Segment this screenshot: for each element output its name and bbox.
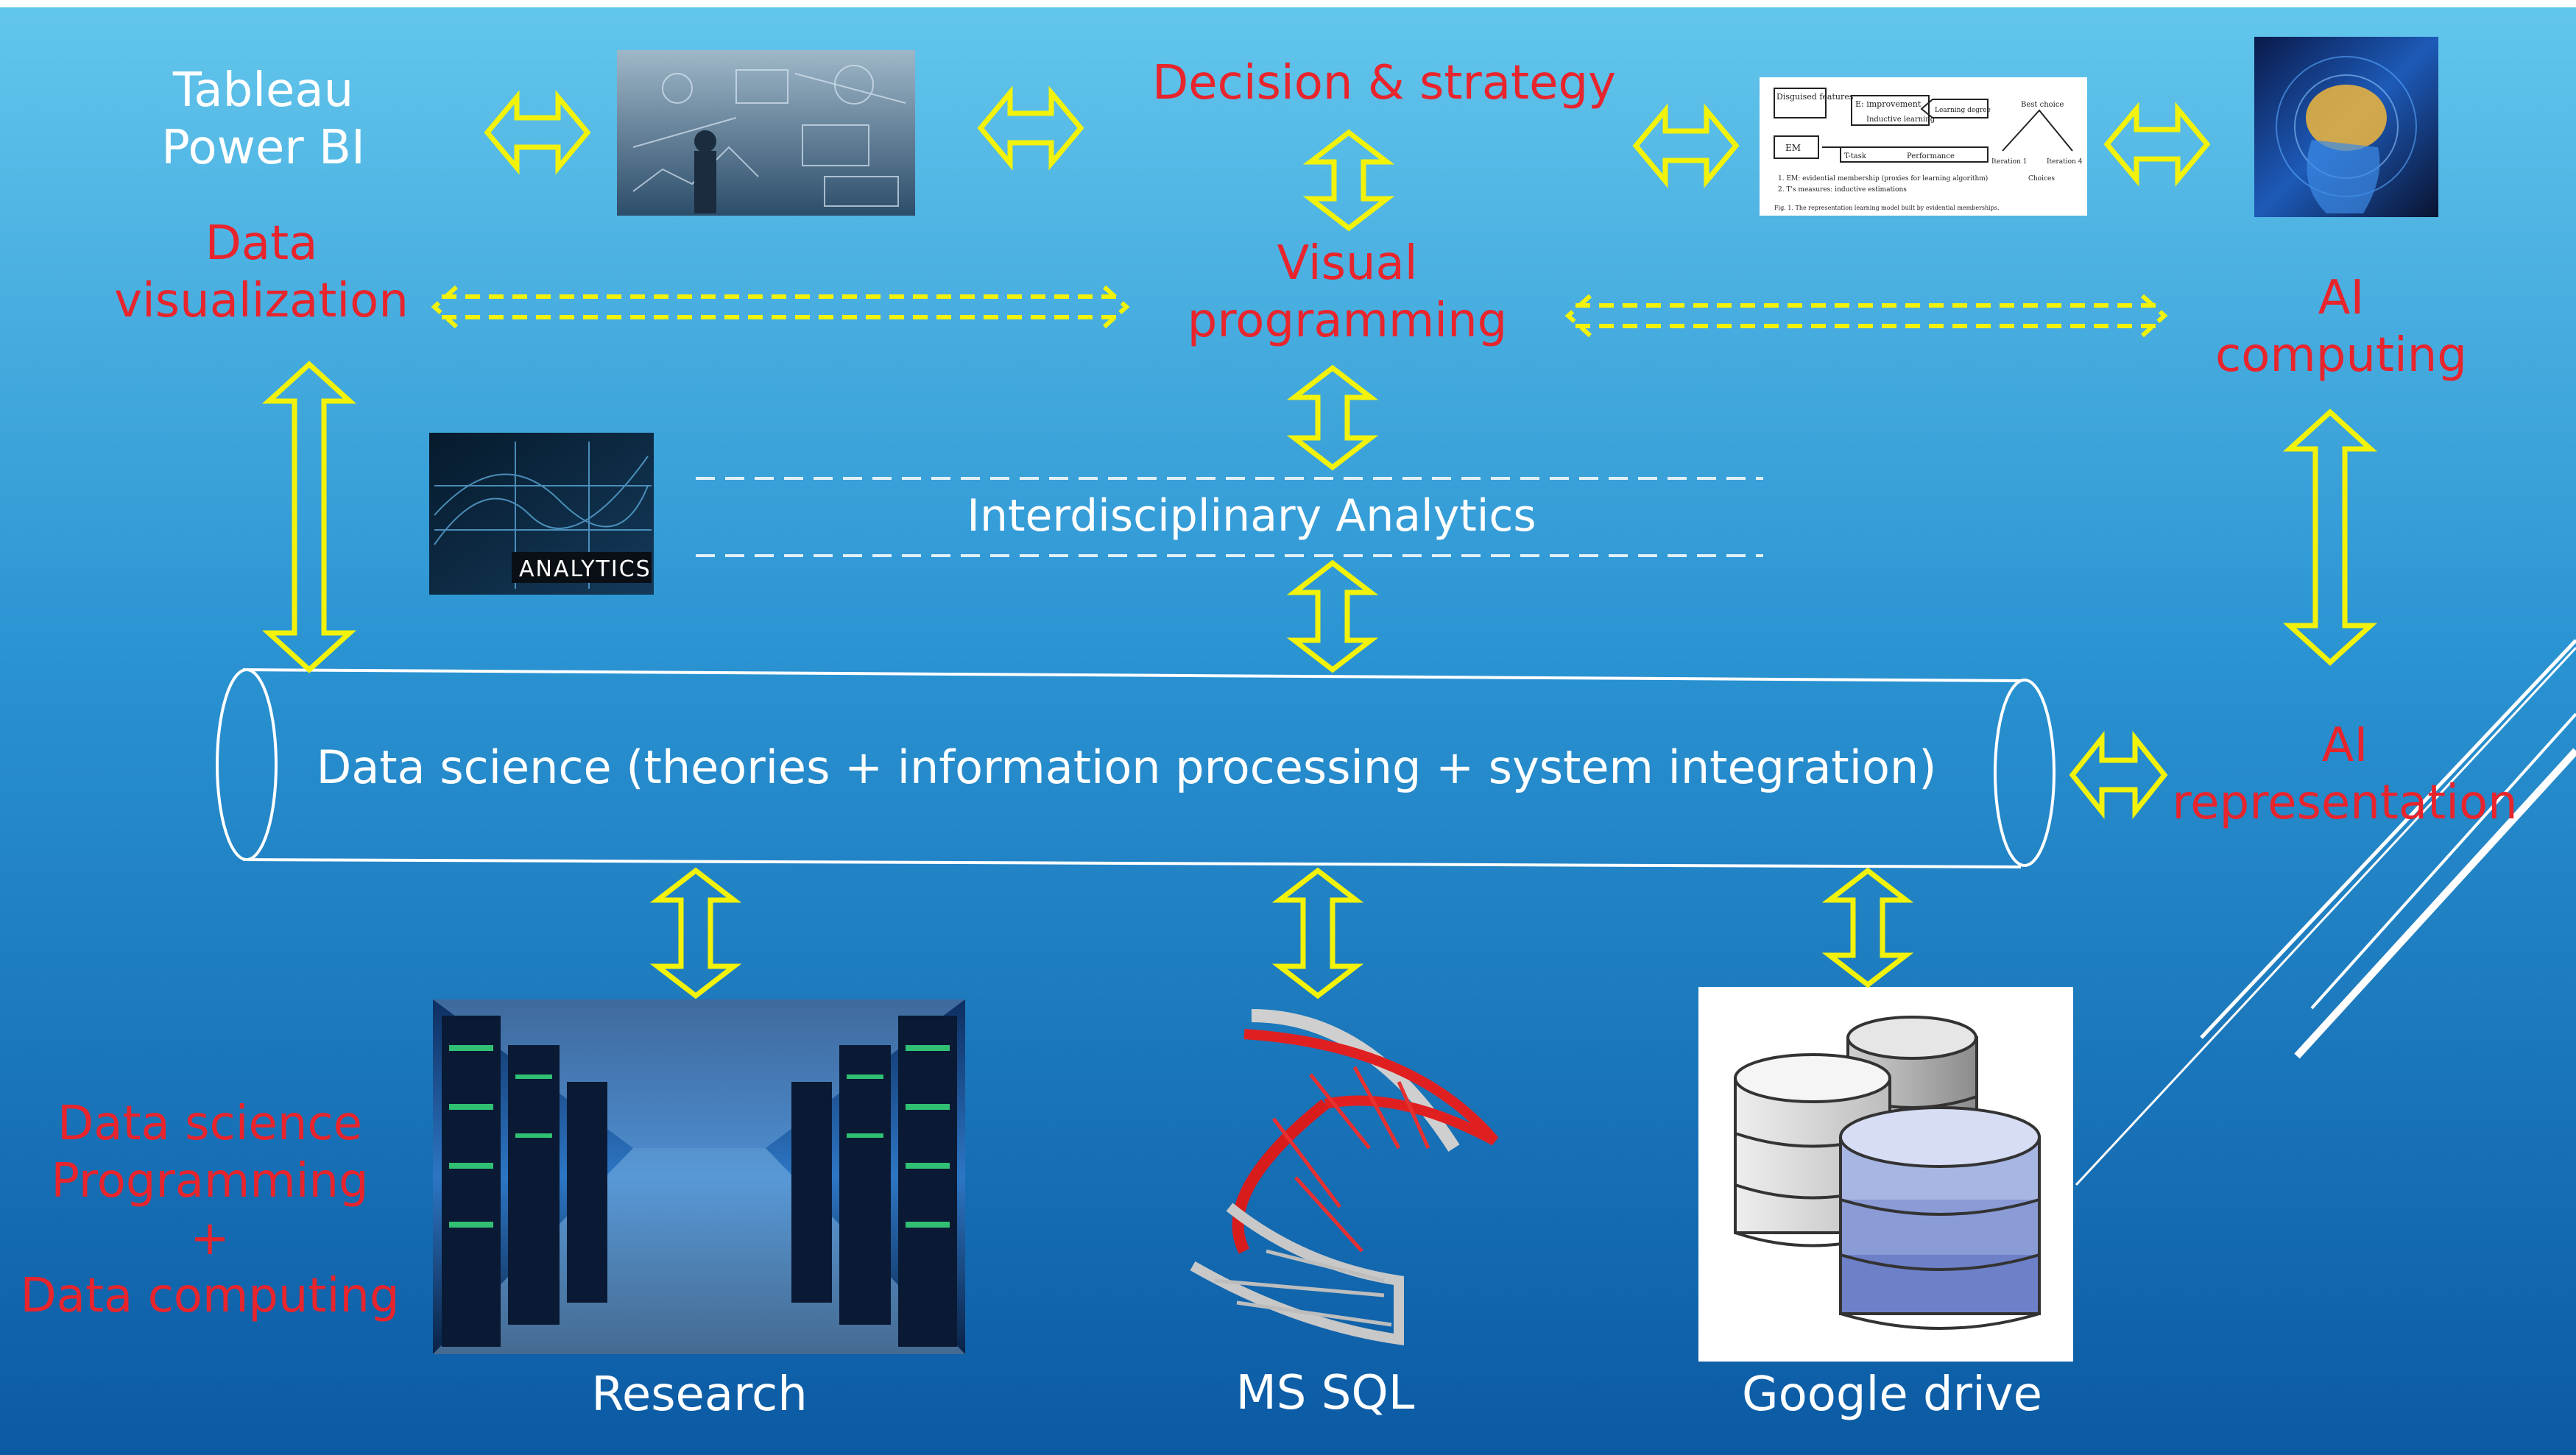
arrow-paper-ai <box>2103 102 2211 187</box>
decorative-diagonal-lines <box>2075 639 2576 1186</box>
paper-figure-image: Disguised features EM E: improvement Ind… <box>1760 77 2087 216</box>
data-science-pipe-label: Data science (theories + information pro… <box>316 740 1937 794</box>
arrow-pipe-googledrive <box>1821 867 1914 988</box>
google-drive-label: Google drive <box>1742 1367 2042 1422</box>
arrow-visual-analytics <box>1286 364 1379 471</box>
arrow-ai-computing-representation <box>2282 408 2378 666</box>
tableau-label: Tableau <box>172 63 354 118</box>
paper-caption: Fig. 1. The representation learning mode… <box>1774 205 2000 211</box>
ds-programming-label-4: Data computing <box>20 1269 400 1323</box>
ms-sql-logo <box>1190 1009 1499 1346</box>
paper-label-iter4: Iteration 4 <box>2047 158 2083 166</box>
ms-sql-label: MS SQL <box>1235 1366 1415 1420</box>
arrow-viz-pipe <box>261 361 357 673</box>
data-science-pipe <box>216 668 2055 868</box>
paper-label-iter1: Iteration 1 <box>1991 158 2027 166</box>
arrow-tableau-image <box>484 90 591 175</box>
paper-note-2: 2. T's measures: inductive estimations <box>1778 186 1907 194</box>
research-label: Research <box>591 1367 808 1422</box>
arrow-pipe-research <box>649 867 742 999</box>
paper-box-inductive: Inductive learning <box>1866 116 1935 124</box>
analytics-image: ANALYTICS <box>429 433 654 595</box>
solid-arrows <box>261 85 2378 999</box>
paper-label-performance: Performance <box>1907 152 1955 160</box>
data-visualization-label-1: Data <box>205 216 318 271</box>
decision-strategy-label: Decision & strategy <box>1152 56 1616 110</box>
ai-representation-label-2: representation <box>2172 776 2518 830</box>
arrow-image-decision <box>977 85 1084 171</box>
arrow-decision-paper <box>1632 103 1740 188</box>
data-wall-image <box>617 50 915 216</box>
paper-box-em: EM <box>1785 143 1801 153</box>
ai-computing-label-1: AI <box>2318 271 2365 325</box>
database-image <box>1698 987 2073 1362</box>
paper-box-learning-degree: Learning degree <box>1935 107 1991 114</box>
paper-note-1: 1. EM: evidential membership (proxies fo… <box>1778 174 1988 183</box>
visual-programming-label-1: Visual <box>1277 236 1418 291</box>
top-border <box>0 0 2576 7</box>
data-visualization-label-2: visualization <box>114 274 409 328</box>
analytics-band-lines <box>696 477 1763 557</box>
ai-computing-label-2: computing <box>2215 328 2467 383</box>
ds-programming-label-3: + <box>190 1211 230 1266</box>
ds-programming-label-2: Programming <box>51 1154 369 1208</box>
paper-box-improvement: E: improvement <box>1855 99 1922 109</box>
paper-box-disguised: Disguised features <box>1776 92 1854 102</box>
analytics-badge: ANALYTICS <box>519 556 652 582</box>
ai-representation-label-1: AI <box>2321 718 2368 773</box>
paper-label-choices: Choices <box>2028 175 2055 183</box>
paper-label-best: Best choice <box>2021 101 2064 109</box>
ai-brain-image <box>2254 37 2438 217</box>
paper-label-t: T-task <box>1844 152 1867 160</box>
power-bi-label: Power BI <box>161 121 365 175</box>
arrow-decision-visual <box>1302 129 1395 232</box>
arrow-pipe-ai-representation <box>2069 731 2168 819</box>
ds-programming-label-1: Data science <box>57 1097 362 1151</box>
interdisciplinary-analytics-label: Interdisciplinary Analytics <box>967 490 1536 542</box>
arrow-pipe-mssql <box>1271 867 1364 999</box>
arrow-analytics-pipe <box>1286 559 1379 673</box>
server-room-image <box>433 999 965 1354</box>
visual-programming-label-2: programming <box>1187 294 1508 348</box>
dashed-arrows <box>431 285 2168 338</box>
